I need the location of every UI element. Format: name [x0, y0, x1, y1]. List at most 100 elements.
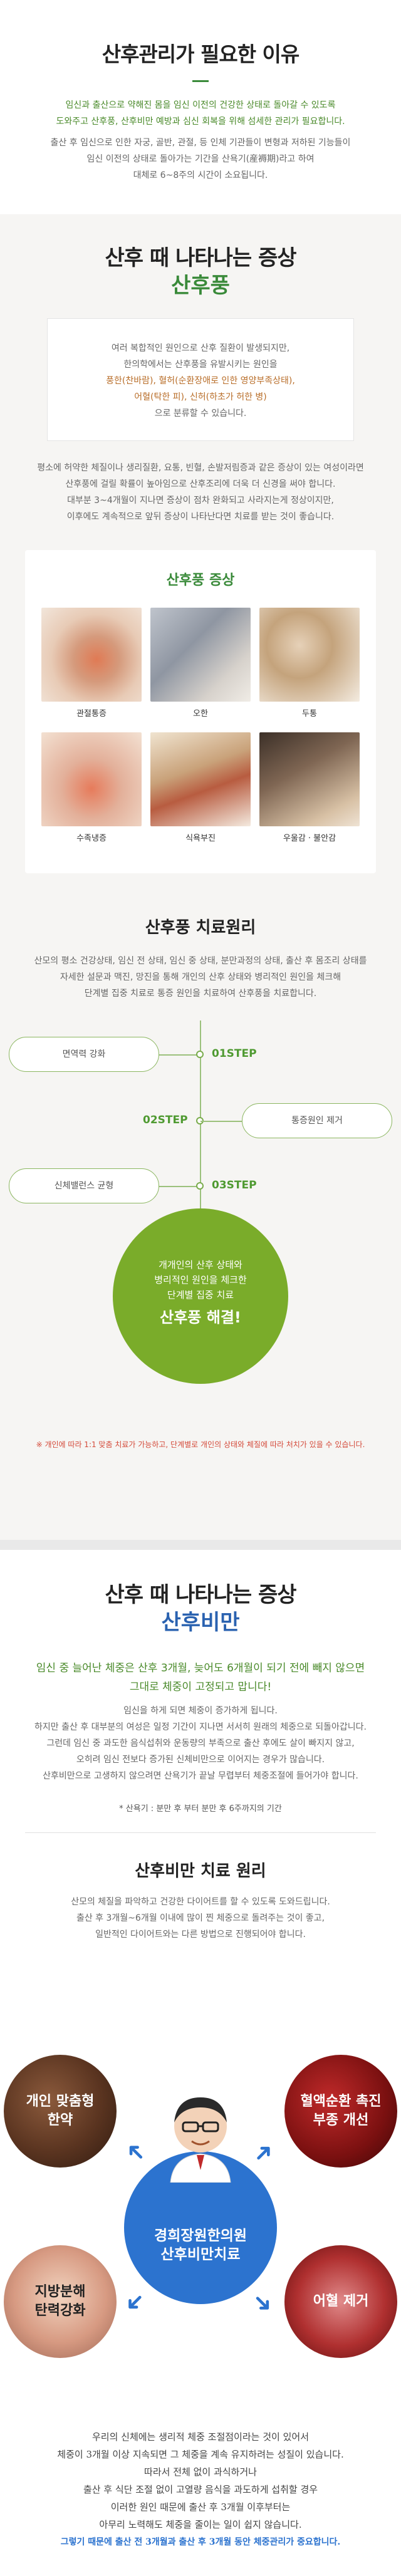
why-care-gray-3: 대체로 6~8주의 시간이 소요됩니다.	[133, 170, 268, 180]
ball-label: 개인 맞춤형 한약	[26, 2094, 95, 2128]
closing-line-6: 아무리 노력해도 체중을 줄이는 일이 쉽지 않습니다.	[99, 2519, 302, 2530]
step-vertical-line	[200, 1021, 201, 1246]
wind-note: ※ 개인에 따라 1:1 맞춤 치료가 가능하고, 단계별로 개인의 상태와 체…	[36, 1440, 365, 1449]
title-divider	[192, 80, 209, 82]
obesity-desc-3: 그런데 임신 중 과도한 음식섭취와 운동량의 부족으로 출산 후에도 살이 빠…	[46, 1738, 355, 1748]
clinic-name: 경희장원한의원	[154, 2228, 247, 2244]
wind-card-hl-1: 풍한(찬바람), 혈허(순환장애로 인한 영양부족상태),	[106, 376, 295, 386]
symptom-tile: 우울감 · 불안감	[259, 732, 360, 843]
symptom-caption: 오한	[193, 709, 208, 719]
why-care-green-2: 도와주고 산후풍, 산후비만 예방과 심신 회복을 위해 섬세한 관리가 필요합…	[56, 117, 345, 127]
wind-principle-title: 산후풍 치료원리	[145, 918, 256, 937]
obesity-note: * 산욕기 : 분만 후 부터 분만 후 6주까지의 기간	[119, 1804, 282, 1814]
obesity-principle-2: 출산 후 3개월~6개월 이내에 많이 찐 체중으로 돌려주는 것이 좋고,	[76, 1913, 325, 1923]
step2-connector	[200, 1121, 242, 1122]
result-circle: 개개인의 산후 상태와 병리적인 원인을 체크한 단계별 집중 치료 산후풍 해…	[113, 1208, 288, 1384]
step3-connector	[159, 1186, 200, 1187]
arrow-down-right-icon: ➜	[246, 2286, 280, 2320]
ball-label: 어혈 제거	[313, 2293, 369, 2309]
postpartum-wind-section: 산후 때 나타나는 증상 산후풍 여러 복합적인 원인으로 산후 질환이 발생되…	[0, 214, 401, 1540]
wind-card-hl-2: 어혈(탁한 피), 신허(하초가 허한 병)	[134, 392, 267, 402]
wind-desc-line-4: 이후에도 계속적으로 앞뒤 증상이 나타난다면 치료를 받는 것이 좋습니다.	[66, 512, 335, 522]
wind-desc-line-3: 대부분 3~4개월이 지나면 증상이 점차 완화되고 사라지는게 정상이지만,	[67, 496, 334, 506]
symptom-caption: 식욕부진	[185, 834, 216, 843]
wind-principle-text: 산모의 평소 건강상태, 임신 전 상태, 임신 중 상태, 분만과정의 상태,…	[0, 953, 401, 1002]
section-divider	[0, 1540, 401, 1550]
closing-line-1: 우리의 신체에는 생리적 체중 조절점이라는 것이 있어서	[91, 2431, 309, 2443]
step3-pill: 신체밸런스 균형	[9, 1168, 159, 1203]
wind-symptoms-box: 산후풍 증상 관절통증 오한 두통 수족냉증 식욕부진 우울감 · 불안감	[25, 550, 376, 873]
closing-highlight: 그렇기 때문에 출산 전 3개월과 출산 후 3개월 동안 체중관리가 중요합니…	[60, 2537, 341, 2547]
custom-herbal-medicine-circle: 개인 맞춤형 한약	[4, 2055, 117, 2168]
wind-card-tail: 으로 분류할 수 있습니다.	[154, 408, 247, 418]
symptom-tile: 식욕부진	[150, 732, 251, 843]
ball-label: 지방분해 탄력강화	[34, 2284, 86, 2319]
circle-line-1: 개개인의 산후 상태와	[159, 1259, 242, 1270]
step1-dot	[196, 1051, 204, 1058]
step1-connector	[159, 1054, 200, 1056]
wind-description: 평소에 허약한 체질이나 생리질환, 요통, 빈혈, 손발저림증과 같은 증상이…	[0, 460, 401, 525]
wind-principle-line-2: 자세한 설문과 맥진, 망진을 통해 개인의 산후 상태와 병리적인 원인을 체…	[60, 972, 341, 982]
obesity-warning: 임신 중 늘어난 체중은 산후 3개월, 늦어도 6개월이 되기 전에 빼지 않…	[0, 1659, 401, 1696]
wind-card-line-1: 여러 복합적인 원인으로 산후 질환이 발생되지만,	[111, 343, 290, 353]
wind-cause-card: 여러 복합적인 원인으로 산후 질환이 발생되지만, 한의학에서는 산후풍을 유…	[47, 318, 354, 441]
symptom-caption: 수족냉증	[76, 834, 107, 843]
arrow-down-left-icon: ➜	[118, 2286, 152, 2320]
why-care-green-1: 임신과 출산으로 약해진 몸을 임신 이전의 건강한 상태로 돌아갈 수 있도록	[65, 100, 336, 110]
step3-dot	[196, 1182, 204, 1190]
obesity-description: 임신을 하게 되면 체중이 증가하게 됩니다. 하지만 출산 후 대부분의 여성…	[0, 1703, 401, 1784]
why-care-gray-2: 임신 이전의 상태로 돌아가는 기간을 산욕기(産褥期)라고 하여	[86, 154, 315, 164]
obesity-warning-2: 그대로 체중이 고정되고 맙니다!	[129, 1681, 272, 1693]
obesity-separator	[25, 1832, 376, 1833]
obesity-desc-4: 오히려 임신 전보다 증가된 신체비만으로 이어지는 경우가 많습니다.	[76, 1755, 325, 1765]
postpartum-obesity-section: 산후 때 나타나는 증상 산후비만 임신 중 늘어난 체중은 산후 3개월, 늦…	[0, 1550, 401, 2051]
why-care-title: 산후관리가 필요한 이유	[102, 42, 300, 66]
ball-label: 혈액순환 촉진 부종 개선	[300, 2094, 382, 2128]
obesity-principle-text: 산모의 체질을 파악하고 건강한 다이어트를 할 수 있도록 도와드립니다. 출…	[0, 1894, 401, 1943]
symptom-caption: 관절통증	[76, 709, 107, 719]
closing-line-3: 따라서 전체 없이 과식하거나	[144, 2466, 257, 2478]
why-care-section: 산후관리가 필요한 이유 임신과 출산으로 약해진 몸을 임신 이전의 건강한 …	[0, 0, 401, 214]
obesity-desc-5: 산후비만으로 고생하지 않으려면 산욕기가 끝날 무렵부터 체중조절에 들어가야…	[43, 1771, 358, 1781]
step1-label: 01STEP	[212, 1047, 257, 1060]
obesity-principle-3: 일반적인 다이어트와는 다른 방법으로 진행되어야 합니다.	[95, 1929, 306, 1940]
step2-pill: 통증원인 제거	[242, 1103, 392, 1138]
step3-label: 03STEP	[212, 1179, 257, 1192]
wind-desc-line-1: 평소에 허약한 체질이나 생리질환, 요통, 빈혈, 손발저림증과 같은 증상이…	[37, 463, 364, 473]
obesity-principle-1: 산모의 체질을 파악하고 건강한 다이어트를 할 수 있도록 도와드립니다.	[71, 1897, 330, 1907]
wind-title: 산후 때 나타나는 증상	[105, 246, 296, 271]
closing-line-2: 체중이 3개월 이상 지속되면 그 체중을 계속 유지하려는 성질이 있습니다.	[57, 2449, 344, 2460]
obesity-title: 산후 때 나타나는 증상	[105, 1582, 296, 1607]
treatment-step-diagram: 면역력 강화 01STEP 02STEP 통증원인 제거 신체밸런스 균형 03…	[0, 1021, 401, 1403]
wind-card-line-2: 한의학에서는 산후풍을 유발시키는 원인을	[123, 360, 278, 370]
circle-line-2: 병리적인 원인을 체크한	[154, 1274, 247, 1285]
why-care-gray-1: 출산 후 임신으로 인한 자궁, 골반, 관절, 등 인체 기관들이 변형과 저…	[50, 138, 351, 148]
depression-image	[259, 732, 360, 826]
joint-pain-image	[41, 608, 142, 702]
closing-line-4: 출산 후 식단 조절 없이 고열량 음식을 과도하게 섭취할 경우	[83, 2484, 318, 2495]
blood-stasis-circle: 어혈 제거	[284, 2245, 397, 2358]
obesity-treatment-diagram: 개인 맞춤형 한약 혈액순환 촉진 부종 개선 지방분해 탄력강화 어혈 제거 …	[0, 2051, 401, 2422]
circulation-circle: 혈액순환 촉진 부종 개선	[284, 2055, 397, 2168]
doctor-illustration-icon	[170, 2097, 231, 2183]
cold-hands-image	[41, 732, 142, 826]
arrow-up-right-icon: ➜	[246, 2136, 280, 2169]
wind-principle-line-1: 산모의 평소 건강상태, 임신 전 상태, 임신 중 상태, 분만과정의 상태,…	[34, 956, 367, 966]
obesity-desc-1: 임신을 하게 되면 체중이 증가하게 됩니다.	[123, 1706, 278, 1716]
clinic-treatment: 산후비만치료	[160, 2246, 241, 2263]
wind-desc-line-2: 산후풍에 걸릴 확률이 높아임으로 산후조리에 더욱 더 신경을 써야 합니다.	[65, 479, 336, 489]
closing-line-5: 이러한 원인 때문에 출산 후 3개월 이후부터는	[110, 2501, 291, 2513]
wind-symptoms-title: 산후풍 증상	[166, 573, 235, 588]
symptom-tile: 두통	[259, 608, 360, 719]
circle-line-3: 단계별 집중 치료	[167, 1289, 234, 1301]
obesity-principle-title: 산후비만 치료 원리	[135, 1862, 266, 1881]
fat-breakdown-circle: 지방분해 탄력강화	[4, 2245, 117, 2358]
obesity-warning-1: 임신 중 늘어난 체중은 산후 3개월, 늦어도 6개월이 되기 전에 빼지 않…	[36, 1662, 365, 1675]
chills-image	[150, 608, 251, 702]
symptom-caption: 우울감 · 불안감	[283, 834, 336, 843]
appetite-loss-image	[150, 732, 251, 826]
obesity-subtitle: 산후비만	[161, 1610, 240, 1635]
wind-principle-line-3: 단계별 집중 치료로 통증 원인을 치료하여 산후풍을 치료합니다.	[84, 989, 317, 999]
symptom-caption: 두통	[302, 709, 317, 719]
symptom-tile: 관절통증	[41, 608, 142, 719]
